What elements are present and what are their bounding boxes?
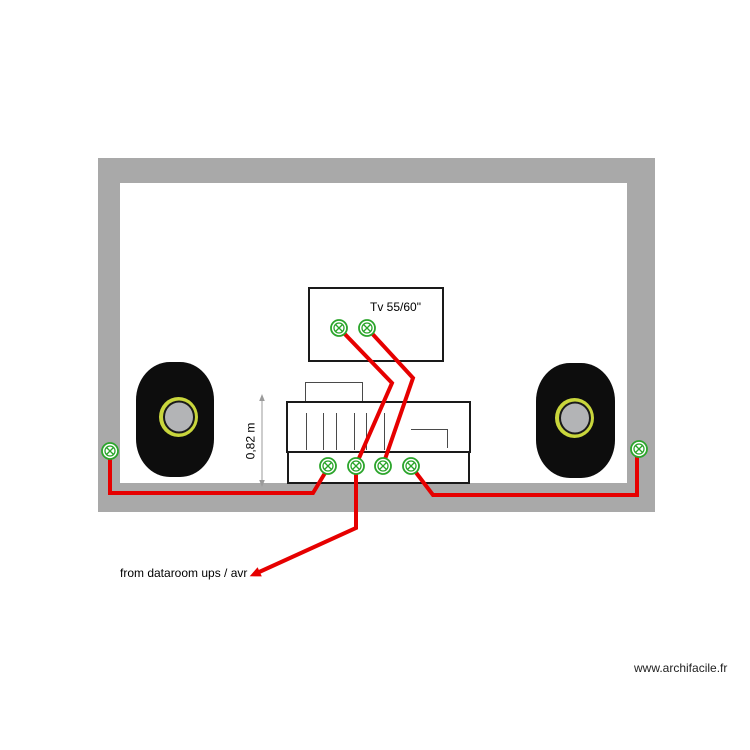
- tv-label: Tv 55/60": [370, 300, 421, 314]
- power-outlet-icon[interactable]: [358, 319, 376, 337]
- cabinet-divider: [366, 413, 367, 450]
- power-outlet-icon[interactable]: [347, 457, 365, 475]
- dimension-arrow-down-icon: [259, 480, 265, 487]
- power-outlet-icon[interactable]: [374, 457, 392, 475]
- wire-tv-outlet-1-to-strip[interactable]: [337, 326, 395, 466]
- wire-strip-to-right-wall[interactable]: [409, 450, 639, 497]
- speaker-ring: [159, 397, 198, 437]
- speaker-left[interactable]: [136, 362, 214, 477]
- tv-box[interactable]: Tv 55/60": [308, 287, 444, 362]
- power-outlet-icon[interactable]: [402, 457, 420, 475]
- wire-left-wall-to-strip[interactable]: [108, 451, 330, 495]
- power-outlet-icon[interactable]: [319, 457, 337, 475]
- wire-strip-to-dataroom[interactable]: [256, 466, 358, 575]
- cabinet-divider: [306, 413, 307, 450]
- speaker-ring: [555, 398, 594, 438]
- wire-arrowhead-icon: [249, 567, 262, 577]
- watermark: www.archifacile.fr: [634, 661, 728, 675]
- power-outlet-icon[interactable]: [101, 442, 119, 460]
- dimension-arrow-up-icon: [259, 394, 265, 401]
- annotation-text[interactable]: from dataroom ups / avr: [120, 566, 248, 580]
- outlet-strip-box[interactable]: [287, 451, 470, 484]
- power-outlet-icon[interactable]: [330, 319, 348, 337]
- cabinet-divider: [384, 413, 385, 450]
- speaker-right[interactable]: [536, 363, 615, 478]
- speaker-cone: [558, 401, 591, 435]
- cabinet-shelf: [411, 429, 448, 448]
- dimension-label: 0,82 m: [243, 422, 258, 460]
- cabinet-divider: [323, 413, 324, 450]
- cabinet-divider: [336, 413, 337, 450]
- wire-tv-outlet-2-to-strip[interactable]: [365, 326, 416, 466]
- speaker-cone: [162, 400, 195, 434]
- cabinet-divider: [354, 413, 355, 450]
- power-outlet-icon[interactable]: [630, 440, 648, 458]
